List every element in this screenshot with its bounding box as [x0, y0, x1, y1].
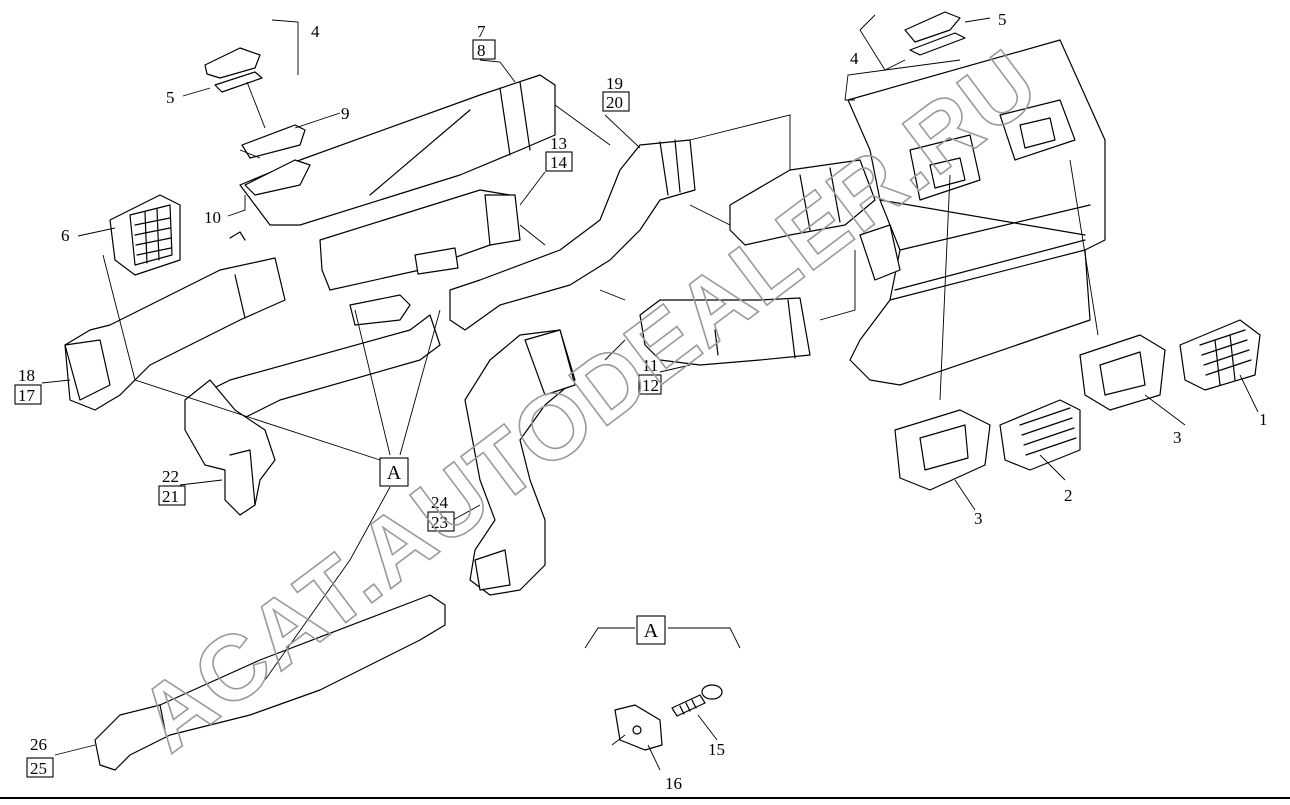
defroster-duct-upper — [239, 74, 556, 226]
callout-23: 23 — [431, 513, 448, 532]
callout-22: 22 — [162, 467, 179, 486]
callout-13: 13 — [550, 134, 567, 153]
callout-4-left: 4 — [311, 22, 320, 41]
duct-left-center — [199, 294, 441, 431]
vents-right — [894, 319, 1261, 491]
callout-6: 6 — [61, 226, 70, 245]
callout-9: 9 — [341, 104, 350, 123]
floor-duct-left — [184, 379, 276, 516]
callout-14: 14 — [550, 153, 568, 172]
callout-8: 8 — [477, 41, 486, 60]
vent-6 — [109, 194, 181, 276]
clip-and-screw — [614, 684, 723, 751]
callout-19: 19 — [606, 74, 623, 93]
rear-floor-duct — [94, 594, 446, 771]
callout-4-right: 4 — [850, 49, 859, 68]
duct-center-left — [319, 189, 521, 291]
svg-text:A: A — [644, 620, 659, 642]
callout-20: 20 — [606, 93, 623, 112]
callout-24: 24 — [431, 493, 449, 512]
callout-16: 16 — [665, 774, 682, 793]
callout-11: 11 — [642, 356, 658, 375]
callout-3-right: 3 — [1173, 428, 1182, 447]
callout-12: 12 — [642, 376, 659, 395]
duct-right-connector — [729, 159, 876, 246]
callout-25: 25 — [30, 759, 47, 778]
callout-18: 18 — [18, 366, 35, 385]
callout-3-left: 3 — [974, 509, 983, 528]
callout-1: 1 — [1259, 410, 1268, 429]
callout-2: 2 — [1064, 486, 1073, 505]
callout-5-left: 5 — [166, 88, 175, 107]
duct-center — [449, 139, 696, 331]
floor-duct-center — [464, 329, 576, 596]
section-a-marker: A — [379, 457, 409, 487]
small-parts-top — [204, 11, 966, 241]
callouts: 4 5 9 10 7 8 19 20 13 14 6 18 17 22 21 2… — [14, 10, 1268, 793]
callout-26: 26 — [30, 735, 47, 754]
callout-5-right: 5 — [998, 10, 1007, 29]
dashboard-panel — [847, 39, 1106, 386]
section-a-detail-label: A — [636, 615, 666, 645]
callout-15: 15 — [708, 740, 725, 759]
callout-17: 17 — [18, 386, 36, 405]
callout-21: 21 — [162, 487, 179, 506]
callout-7: 7 — [477, 22, 486, 41]
leader-lines — [41, 14, 1259, 771]
svg-text:A: A — [387, 462, 402, 484]
duct-lower-right — [639, 297, 811, 366]
callout-10: 10 — [204, 208, 221, 227]
duct-left-outer — [64, 257, 286, 411]
